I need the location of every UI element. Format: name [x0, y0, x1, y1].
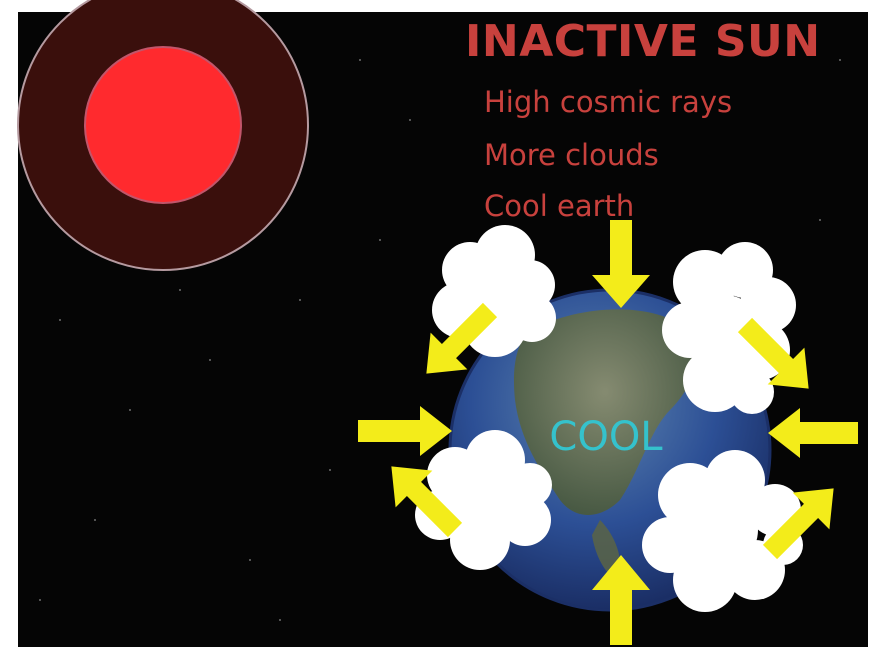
- arrow-icon: [762, 488, 834, 560]
- stars: [39, 59, 841, 621]
- cloud-icon: [432, 225, 556, 357]
- arrow-icon: [592, 555, 650, 645]
- clouds: [415, 225, 803, 612]
- slide-title: INACTIVE SUN: [465, 16, 821, 67]
- arrow-icon: [391, 466, 463, 538]
- continent: [513, 309, 697, 515]
- arrow-icon: [592, 220, 650, 308]
- arrow-icon: [768, 408, 858, 458]
- cloud-icon: [415, 430, 552, 570]
- sun-core: [84, 46, 242, 204]
- bullet-more-clouds: More clouds: [484, 138, 659, 172]
- arrow-icon: [358, 406, 452, 456]
- cool-label: COOL: [549, 414, 663, 460]
- cloud-icon: [642, 450, 803, 612]
- bullet-high-cosmic-rays: High cosmic rays: [484, 85, 732, 119]
- sun-icon: [17, 0, 309, 271]
- arrows: [358, 220, 858, 645]
- arrow-icon: [426, 302, 498, 374]
- cloud-icon: [662, 242, 796, 414]
- arrow-icon: [737, 317, 809, 389]
- bullet-cool-earth: Cool earth: [484, 189, 634, 223]
